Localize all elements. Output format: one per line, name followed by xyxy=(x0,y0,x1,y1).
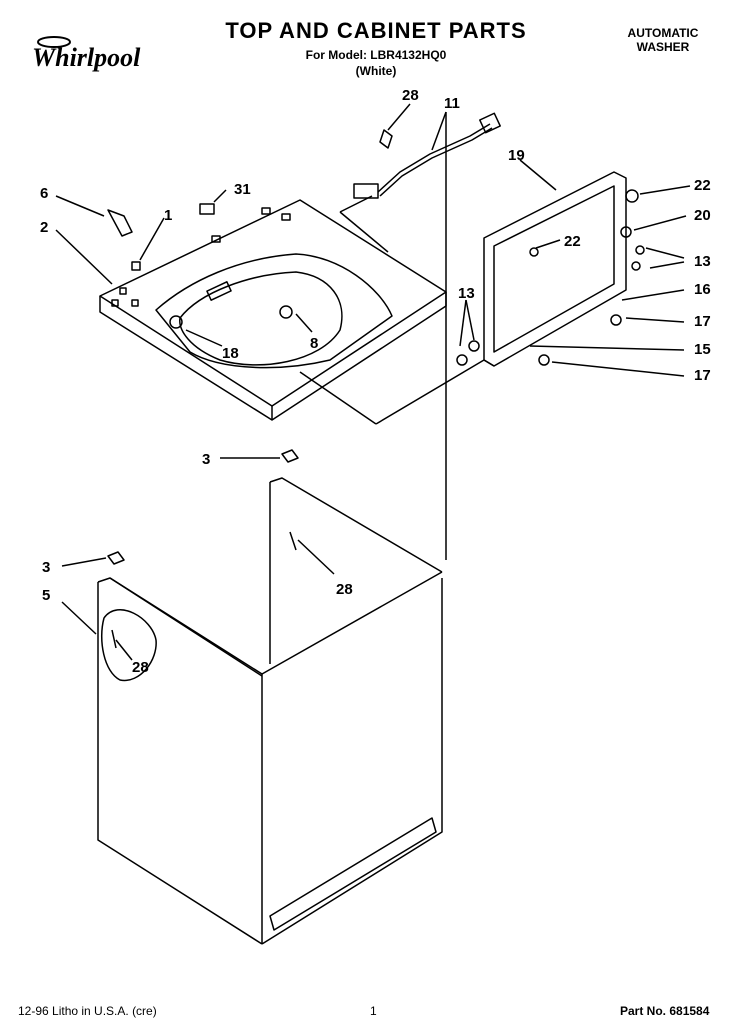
callout-8: 8 xyxy=(310,335,318,352)
callout-labels: 28 11 19 22 22 20 13 13 16 17 17 15 6 31… xyxy=(40,87,711,676)
callout-19: 19 xyxy=(508,147,525,164)
appliance-type-line2: WASHER xyxy=(636,40,690,54)
part-number: Part No. 681584 xyxy=(620,1004,710,1018)
callout-13: 13 xyxy=(458,285,475,302)
small-parts xyxy=(107,112,645,649)
washer-top-panel xyxy=(99,199,447,421)
brand-wordmark: Whirlpool xyxy=(32,43,141,72)
print-info: 12-96 Litho in U.S.A. (cre) xyxy=(18,1004,157,1018)
page-number: 1 xyxy=(370,1004,377,1018)
callout-20: 20 xyxy=(694,207,711,224)
callout-17: 17 xyxy=(694,313,711,330)
callout-2: 2 xyxy=(40,219,48,236)
callout-3: 3 xyxy=(202,451,210,468)
callout-31: 31 xyxy=(234,181,251,198)
callout-17: 17 xyxy=(694,367,711,384)
callout-15: 15 xyxy=(694,341,711,358)
callout-28: 28 xyxy=(132,659,149,676)
parts-diagram: 28 11 19 22 22 20 13 13 16 17 17 15 6 31… xyxy=(40,87,711,945)
page-title: TOP AND CABINET PARTS xyxy=(225,18,527,43)
callout-5: 5 xyxy=(42,587,50,604)
callout-11: 11 xyxy=(444,95,460,112)
washer-lid xyxy=(483,171,627,367)
callout-1: 1 xyxy=(164,207,172,224)
callout-13: 13 xyxy=(694,253,711,270)
callout-18: 18 xyxy=(222,345,239,362)
appliance-type-line1: AUTOMATIC xyxy=(627,26,699,40)
callout-22: 22 xyxy=(564,233,581,250)
callout-6: 6 xyxy=(40,185,48,202)
leader-lines xyxy=(55,103,691,661)
callout-16: 16 xyxy=(694,281,711,298)
callout-3: 3 xyxy=(42,559,50,576)
whirlpool-logo: Whirlpool xyxy=(30,34,156,74)
callout-28: 28 xyxy=(336,581,353,598)
model-number: For Model: LBR4132HQ0 xyxy=(305,48,447,62)
appliance-type: AUTOMATIC WASHER xyxy=(618,26,708,54)
washer-cabinet xyxy=(97,477,443,945)
model-color: (White) xyxy=(355,64,397,78)
callout-22: 22 xyxy=(694,177,711,194)
callout-28: 28 xyxy=(402,87,419,104)
